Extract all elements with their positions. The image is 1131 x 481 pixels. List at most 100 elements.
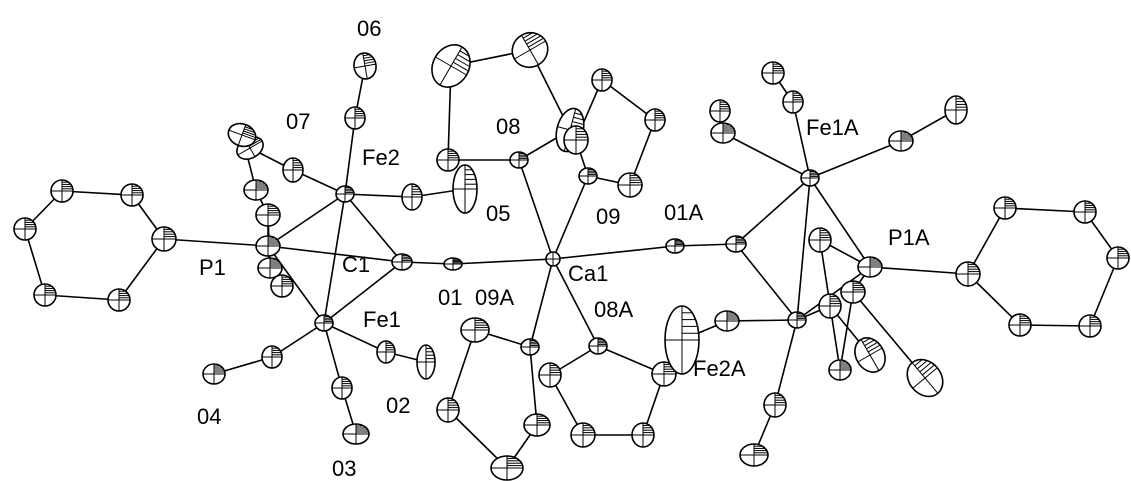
atom-ellipsoid-o1a	[665, 238, 685, 254]
atom-ellipsoid-ca11	[854, 337, 886, 373]
atom-ellipsoid-o5	[452, 164, 478, 214]
bond-c1a-fe2a	[735, 243, 798, 321]
bond-fe1a-fe2a	[796, 177, 811, 321]
atom-ellipsoid-o8	[509, 151, 529, 169]
atom-ellipsoid-t16	[651, 361, 677, 387]
bond-t9-t10	[447, 329, 476, 411]
bond-c1a-fe1a	[735, 177, 811, 245]
bond-fe1a-p1a	[809, 177, 871, 268]
atom-ellipsoid-pc4	[270, 274, 294, 298]
atom-ellipsoid-o3	[342, 423, 370, 445]
atom-label-o2: 02	[386, 393, 410, 418]
atom-ellipsoid-ca1	[545, 251, 561, 267]
atom-ellipsoid-ph4	[13, 217, 37, 241]
bond-ca1-o9a	[529, 258, 554, 348]
atom-ellipsoid-fe2	[335, 185, 355, 203]
atom-ellipsoid-p1	[255, 235, 281, 257]
bond-ca13-ca15	[839, 291, 854, 371]
atom-label-o9: 09	[596, 204, 620, 229]
bond-fe1a-ca3	[722, 132, 811, 179]
atom-ellipsoid-o6	[353, 52, 377, 80]
atom-ellipsoid-cp1	[227, 122, 257, 148]
bond-ca1-o1	[452, 258, 554, 265]
atom-ellipsoid-t9	[460, 317, 490, 343]
bond-fe1-p1	[267, 245, 325, 324]
bond-c1-fe1	[323, 261, 403, 324]
atom-label-p1a: P1A	[888, 225, 930, 250]
atom-label-o1: 01	[438, 285, 462, 310]
atom-label-c1: C1	[342, 252, 370, 277]
bond-fe2-c5	[344, 193, 413, 198]
atom-label-o8: 08	[496, 114, 520, 139]
atom-ellipsoid-p1a	[857, 256, 883, 278]
atom-label-o7: 07	[286, 109, 310, 134]
bond-fe2-cfe2a	[344, 117, 356, 195]
atom-ellipsoid-cfe2a	[344, 106, 366, 130]
atom-label-ca1: Ca1	[568, 261, 608, 286]
atom-ellipsoid-ca7	[714, 310, 740, 332]
bond-p1-ph1	[163, 238, 269, 247]
bond-ca1-o8a	[552, 258, 599, 347]
bond-t12-o9a	[529, 346, 538, 426]
atom-ellipsoid-c1	[391, 253, 413, 271]
atom-ellipsoid-o2	[416, 344, 436, 380]
atom-ellipsoid-ph3	[50, 179, 74, 203]
atom-ellipsoid-t3	[511, 31, 549, 69]
atom-label-fe1a: Fe1A	[806, 115, 859, 140]
bond-ph5-ph6	[44, 294, 120, 301]
bond-fe2a-p1a	[796, 266, 871, 321]
atom-ellipsoid-ca3	[710, 122, 736, 144]
bond-fe1-cfe1b	[323, 322, 387, 353]
atom-ellipsoid-ca15	[828, 359, 852, 381]
bond-fe2-fe1	[323, 193, 346, 324]
atom-ellipsoid-ca4	[709, 99, 731, 123]
bond-c1-fe2	[344, 193, 403, 263]
atom-label-o1a: 01A	[664, 200, 703, 225]
bond-pa2-pa3	[1004, 207, 1086, 213]
atom-ellipsoid-ca12	[906, 358, 944, 398]
atom-ellipsoid-ca9	[739, 443, 769, 467]
atom-ellipsoid-ph6	[107, 288, 131, 312]
atom-ellipsoid-o4	[202, 363, 226, 385]
atom-label-o6: 06	[357, 16, 381, 41]
atom-label-p1: P1	[199, 255, 226, 280]
atom-ellipsoid-ca5	[888, 130, 914, 152]
atom-ellipsoid-c1a	[725, 235, 747, 253]
atom-ellipsoid-cfe2b	[282, 157, 304, 183]
atom-ellipsoid-t6	[644, 108, 666, 132]
atom-ellipsoid-t10	[436, 397, 460, 423]
atom-ellipsoid-cfe1b	[376, 340, 396, 364]
bond-pa4-pa5	[1089, 257, 1119, 327]
atom-ellipsoid-cfe1c	[331, 376, 353, 400]
atom-label-o8a: 08A	[594, 297, 633, 322]
atom-ellipsoid-t11	[490, 455, 524, 481]
atom-label-o5: 05	[486, 201, 510, 226]
atom-ellipsoid-fe2a	[787, 311, 807, 329]
atoms-layer	[13, 31, 1130, 481]
atom-ellipsoid-pa6	[1008, 313, 1032, 337]
atom-ellipsoid-t14	[570, 422, 596, 448]
atom-ellipsoid-ca2	[782, 90, 804, 114]
atom-ellipsoid-pa4	[1106, 246, 1130, 270]
atom-ellipsoid-o9a	[520, 338, 540, 356]
atom-ellipsoid-c5	[401, 183, 423, 211]
atom-ellipsoid-pa2	[993, 196, 1017, 220]
atom-ellipsoid-ph1	[151, 226, 177, 252]
atom-label-fe1: Fe1	[363, 307, 401, 332]
atom-ellipsoid-ca1x	[761, 61, 785, 85]
atom-ellipsoid-pc3	[257, 257, 283, 279]
atom-ellipsoid-pc2	[243, 179, 269, 201]
bond-p1a-pa1	[869, 266, 969, 275]
atom-ellipsoid-t2	[431, 44, 471, 88]
atom-ellipsoid-pc1	[255, 203, 281, 227]
atom-ellipsoid-ph2	[120, 183, 144, 207]
atom-ellipsoid-oa7	[664, 305, 700, 375]
atom-label-o4: 04	[197, 404, 221, 429]
atom-label-o9a: 09A	[475, 285, 514, 310]
atom-ellipsoid-pa1	[955, 261, 981, 287]
bond-fe1a-ca5	[809, 140, 902, 179]
atom-ellipsoid-ca10	[818, 293, 842, 319]
atom-ellipsoid-o1	[443, 257, 463, 271]
